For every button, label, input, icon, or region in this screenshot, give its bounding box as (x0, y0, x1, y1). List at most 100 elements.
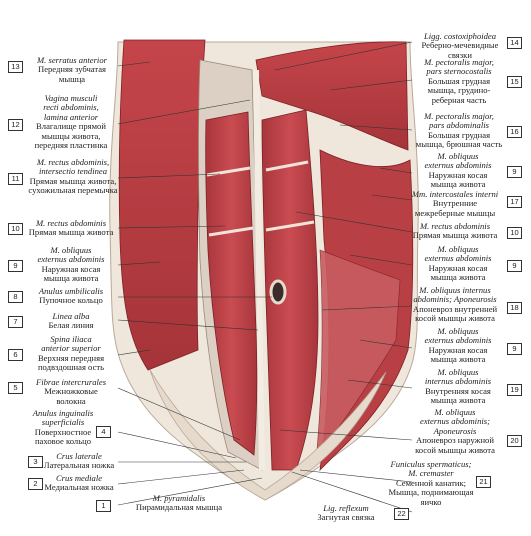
number-box: 2 (28, 478, 43, 490)
label-latin: Spina iliaca anterior superior (41, 334, 101, 354)
right-pectoralis (255, 41, 409, 151)
number-box: 3 (28, 456, 43, 468)
number-box: 16 (507, 126, 522, 138)
left-rectus-muscle (205, 111, 258, 456)
label-russian: Латеральная ножка (43, 460, 115, 471)
number-box: 9 (507, 166, 522, 178)
label-latin: Crus mediale (55, 473, 103, 483)
number-box: 17 (507, 196, 522, 208)
label-russian: Поверхностное паховое кольцо (34, 426, 92, 447)
label-latin: Vagina musculi recti abdominis, lamina a… (43, 93, 99, 122)
label-russian: Белая линия (48, 320, 94, 331)
label-latin: M. pectoralis major, pars abdominalis (424, 111, 494, 131)
number-box: 20 (507, 435, 522, 447)
label-20: M. obliquus externus abdominis; Aponeuro… (404, 407, 506, 455)
label-russian: Влагалище прямой мышцы живота, передняя … (34, 121, 108, 151)
label-9-r3: M. obliquus externus abdominis Наружная … (410, 326, 506, 365)
right-internal-oblique (315, 249, 401, 462)
label-18: M. obliquus internus abdominis; Aponeuro… (404, 285, 506, 324)
number-box: 12 (8, 119, 23, 131)
label-2: Crus mediale Медиальная ножка (34, 473, 124, 493)
label-19: M. obliquus internus abdominis Внутрення… (410, 367, 506, 406)
number-box: 10 (8, 223, 23, 235)
label-22: Lig. reflexum Загнутая связка (306, 503, 386, 523)
label-11: M. rectus abdominis, intersectio tendine… (24, 157, 122, 196)
number-box: 9 (507, 260, 522, 272)
label-latin: Mm. intercostales interni (411, 189, 499, 199)
lower-abdomen (149, 369, 387, 501)
umbilicus (269, 279, 287, 305)
label-russian: Апоневроз наружной косой мышцы живота (415, 435, 495, 455)
label-9-r1: M. obliquus externus abdominis Наружная … (410, 151, 506, 190)
number-box: 6 (8, 349, 23, 361)
label-latin: Anulus inguinalis superficialis (32, 408, 94, 428)
label-russian: Пупочное кольцо (39, 295, 103, 306)
label-latin: Anulus umbilicalis (38, 286, 104, 296)
label-russian: Реберно-мечевидные связки (421, 40, 499, 60)
label-4: Anulus inguinalis superficialis Поверхно… (24, 408, 102, 447)
number-box: 14 (507, 37, 522, 49)
label-6: Spina iliaca anterior superior Верхняя п… (24, 334, 118, 373)
number-box: 8 (8, 291, 23, 303)
label-russian: Внутренние межреберные мышцы (414, 198, 496, 218)
number-box: 10 (507, 227, 522, 239)
label-latin: M. obliquus internus abdominis (424, 367, 492, 387)
label-21: Funiculus spermaticus; M. cremaster Семе… (376, 459, 486, 507)
label-russian: Загнутая связка (317, 512, 375, 523)
label-16: M. pectoralis major, pars abdominalis Бо… (410, 111, 508, 150)
label-latin: Ligg. costoxiphoidea (423, 31, 497, 41)
label-latin: Linea alba (52, 311, 90, 321)
label-17: Mm. intercostales interni Внутренние меж… (404, 189, 506, 218)
label-latin: M. obliquus externus abdominis (424, 244, 492, 264)
label-latin: M. obliquus internus abdominis; Aponeuro… (413, 285, 497, 305)
label-russian: Медиальная ножка (44, 482, 114, 493)
label-latin: Funiculus spermaticus; M. cremaster (390, 459, 472, 479)
number-box: 22 (394, 508, 409, 520)
label-russian: Семенной канатик; Мышца, поднимающая яич… (388, 477, 474, 507)
number-box: 15 (507, 76, 522, 88)
label-russian: Наружная косая мышца живота (428, 169, 488, 190)
label-latin: Lig. reflexum (323, 503, 369, 513)
label-latin: Fibrae intercrurales (35, 377, 107, 387)
tendinous-intersections (206, 160, 315, 237)
number-box: 7 (8, 316, 23, 328)
label-latin: M. rectus abdominis (419, 221, 491, 231)
label-9-r2: M. obliquus externus abdominis Наружная … (410, 244, 506, 283)
label-latin: Crus laterale (56, 451, 102, 461)
label-latin: M. rectus abdominis (35, 218, 107, 228)
leader-lines (117, 41, 413, 513)
label-14: Ligg. costoxiphoidea Реберно-мечевидные … (412, 31, 508, 60)
number-box: 11 (8, 173, 23, 185)
label-15: M. pectoralis major, pars sternocostalis… (410, 57, 508, 105)
label-russian: Межножковые волокна (44, 386, 98, 406)
label-russian: Верхняя передняя подвздошная ость (37, 352, 105, 373)
label-7: Linea alba Белая линия (24, 311, 118, 331)
linea-alba (253, 69, 265, 471)
label-latin: M. obliquus externus abdominis (37, 245, 105, 265)
label-5: Fibrae intercrurales Межножковые волокна (24, 377, 118, 406)
label-russian: Наружная косая мышца живота (428, 344, 488, 365)
label-latin: M. pyramidalis (152, 493, 206, 503)
number-box: 18 (507, 302, 522, 314)
label-10-r: M. rectus abdominis Прямая мышца живота (404, 221, 506, 241)
label-russian: Прямая мышца живота (412, 230, 498, 241)
label-russian: Большая грудная мышца, грудино- реберная… (427, 75, 491, 105)
label-12: Vagina musculi recti abdominis, lamina a… (24, 93, 118, 151)
label-russian: Прямая мышца живота, сухожильная перемыч… (28, 175, 118, 196)
number-box: 13 (8, 61, 23, 73)
number-box: 9 (507, 343, 522, 355)
label-latin: M. rectus abdominis, intersectio tendine… (36, 157, 110, 177)
label-10: M. rectus abdominis Прямая мышца живота (24, 218, 118, 238)
number-box: 9 (8, 260, 23, 272)
label-8: Anulus umbilicalis Пупочное кольцо (24, 286, 118, 306)
label-russian: Апоневроз внутренней косой мышцы живота (412, 303, 498, 324)
number-box: 4 (96, 426, 111, 438)
label-latin: M. pectoralis major, pars sternocostalis (424, 57, 494, 77)
label-latin: M. obliquus externus abdominis (424, 326, 492, 346)
number-box: 21 (476, 476, 491, 488)
label-russian: Внутренняя косая мышца живота (425, 385, 491, 406)
left-external-oblique (118, 39, 206, 371)
label-russian: Наружная косая мышца живота (41, 263, 101, 284)
